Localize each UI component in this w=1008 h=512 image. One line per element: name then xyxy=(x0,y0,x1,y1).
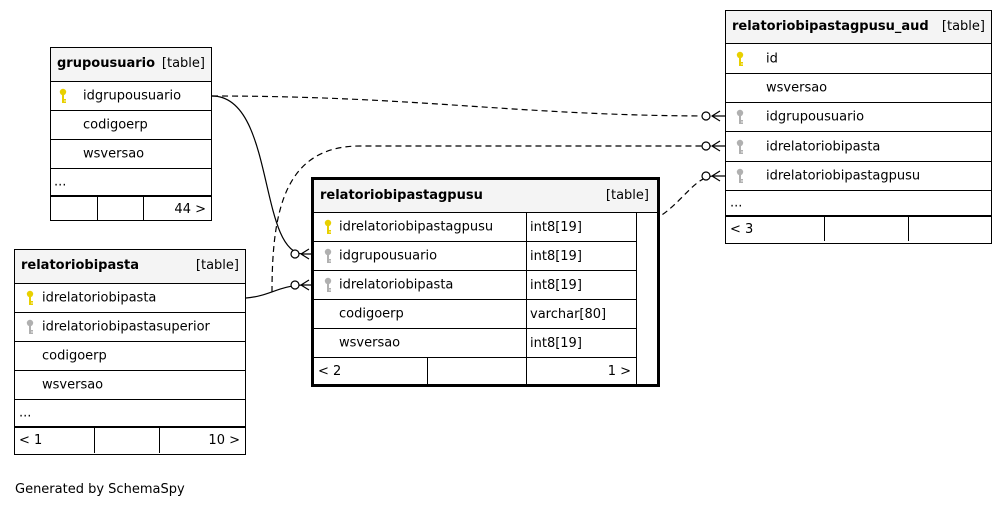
column-row[interactable]: id xyxy=(726,44,991,74)
table-name: relatoriobipastagpusu xyxy=(320,188,483,203)
footer-cell xyxy=(427,358,526,384)
crowfoot-aud-idrelatoriobipasta xyxy=(701,140,726,152)
column-name: idrelatoriobipasta xyxy=(42,290,157,306)
column-name: idrelatoriobipastagpusu xyxy=(339,219,494,235)
column-row[interactable]: wsversao xyxy=(726,74,991,103)
column-type: varchar[80] xyxy=(526,300,636,328)
primary-key-icon xyxy=(736,51,744,66)
table-header[interactable]: grupousuario [table] xyxy=(51,48,211,82)
column-name: idrelatoriobipastasuperior xyxy=(42,319,210,335)
column-name: idrelatoriobipasta xyxy=(339,277,454,293)
table-header[interactable]: relatoriobipastagpusu_aud [table] xyxy=(726,11,991,44)
column-row[interactable]: wsversao xyxy=(51,140,211,169)
more-columns-ellipsis: ... xyxy=(54,174,67,190)
crowfoot-gpusu-idrelatoriobipasta xyxy=(290,279,313,291)
column-row[interactable]: idrelatoriobipasta int8[19] xyxy=(314,271,636,300)
table-type: [table] xyxy=(195,258,239,273)
child-count-link[interactable]: 10 > xyxy=(159,428,245,453)
primary-key-icon xyxy=(324,219,332,234)
column-row[interactable]: codigoerp varchar[80] xyxy=(314,300,636,329)
footer-cell xyxy=(51,197,97,221)
more-columns-row[interactable]: ... xyxy=(51,169,211,196)
foreign-key-icon xyxy=(324,277,332,292)
child-count-link[interactable]: 1 > xyxy=(526,358,636,384)
column-name: codigoerp xyxy=(339,306,404,322)
column-row[interactable]: idrelatoriobipastasuperior xyxy=(15,313,245,342)
column-row[interactable]: idrelatoriobipasta xyxy=(726,132,991,162)
column-type: int8[19] xyxy=(526,213,636,241)
footer-cell xyxy=(97,197,143,221)
crowfoot-gpusu-idgrupousuario xyxy=(290,248,313,260)
table-footer: < 1 10 > xyxy=(15,427,245,453)
table-type: [table] xyxy=(161,56,205,71)
foreign-key-icon xyxy=(324,248,332,263)
column-name: idgrupousuario xyxy=(766,109,865,125)
column-name: wsversao xyxy=(83,146,145,162)
foreign-key-icon xyxy=(736,109,744,124)
footer-cell xyxy=(94,428,159,453)
table-footer: < 3 xyxy=(726,216,991,241)
column-row[interactable]: wsversao xyxy=(15,371,245,400)
column-name: wsversao xyxy=(42,377,104,393)
crowfoot-aud-idrelatoriobipastagpusu xyxy=(701,170,726,182)
table-relatoriobipastagpusu[interactable]: relatoriobipastagpusu [table] idrelatori… xyxy=(311,177,660,387)
table-header[interactable]: relatoriobipastagpusu [table] xyxy=(314,180,657,213)
table-grupousuario[interactable]: grupousuario [table] idgrupousuario codi… xyxy=(50,47,212,221)
table-name: grupousuario xyxy=(57,56,156,71)
column-row[interactable]: idrelatoriobipasta xyxy=(15,284,245,313)
foreign-key-icon xyxy=(26,319,34,334)
relationship-relatoriobipasta-to-aud xyxy=(271,145,714,293)
generator-credit: Generated by SchemaSpy xyxy=(15,482,185,497)
child-count-link[interactable]: 44 > xyxy=(143,197,211,221)
footer-cell xyxy=(908,217,991,241)
column-row[interactable]: idrelatoriobipastagpusu int8[19] xyxy=(314,213,636,242)
column-row[interactable]: codigoerp xyxy=(51,111,211,140)
table-type: [table] xyxy=(605,188,649,203)
column-row[interactable]: codigoerp xyxy=(15,342,245,371)
table-name: relatoriobipastagpusu_aud xyxy=(732,19,929,34)
footer-cell xyxy=(824,217,908,241)
table-footer: 44 > xyxy=(51,196,211,221)
table-relatoriobipastagpusu-aud[interactable]: relatoriobipastagpusu_aud [table] id wsv… xyxy=(725,10,992,244)
relationship-grupousuario-to-gpusu xyxy=(211,95,304,255)
column-name: id xyxy=(766,51,778,66)
table-footer: < 2 1 > xyxy=(314,358,636,384)
parent-count-link[interactable]: < 1 xyxy=(19,433,43,448)
column-row[interactable]: idgrupousuario xyxy=(726,103,991,132)
crowfoot-aud-idgrupousuario xyxy=(701,110,726,122)
foreign-key-icon xyxy=(736,139,744,154)
primary-key-icon xyxy=(26,290,34,305)
more-columns-row[interactable]: ... xyxy=(726,191,991,216)
more-columns-ellipsis: ... xyxy=(730,195,743,211)
table-type: [table] xyxy=(941,19,985,34)
column-name: idrelatoriobipastagpusu xyxy=(766,168,921,184)
parent-count-link[interactable]: < 3 xyxy=(730,221,754,237)
column-row[interactable]: wsversao int8[19] xyxy=(314,329,636,358)
primary-key-icon xyxy=(59,88,67,103)
column-name: wsversao xyxy=(766,80,828,96)
more-columns-row[interactable]: ... xyxy=(15,400,245,427)
table-header[interactable]: relatoriobipasta [table] xyxy=(15,250,245,284)
column-name: wsversao xyxy=(339,335,401,351)
foreign-key-icon xyxy=(736,168,744,183)
column-row[interactable]: idgrupousuario xyxy=(51,82,211,111)
column-row[interactable]: idgrupousuario int8[19] xyxy=(314,242,636,271)
column-name: idrelatoriobipasta xyxy=(766,139,881,154)
table-name: relatoriobipasta xyxy=(21,258,139,273)
parent-count-link[interactable]: < 2 xyxy=(318,363,342,379)
column-type: int8[19] xyxy=(526,242,636,270)
column-name: codigoerp xyxy=(42,348,107,364)
table-relatoriobipasta[interactable]: relatoriobipasta [table] idrelatoriobipa… xyxy=(14,249,246,455)
relationship-grupousuario-to-aud xyxy=(211,95,715,117)
column-type: int8[19] xyxy=(526,271,636,299)
column-name: idgrupousuario xyxy=(83,88,182,104)
column-name: idgrupousuario xyxy=(339,248,438,264)
more-columns-ellipsis: ... xyxy=(19,405,32,421)
column-row[interactable]: idrelatoriobipastagpusu xyxy=(726,162,991,191)
column-name: codigoerp xyxy=(83,117,148,133)
column-type: int8[19] xyxy=(526,329,636,357)
